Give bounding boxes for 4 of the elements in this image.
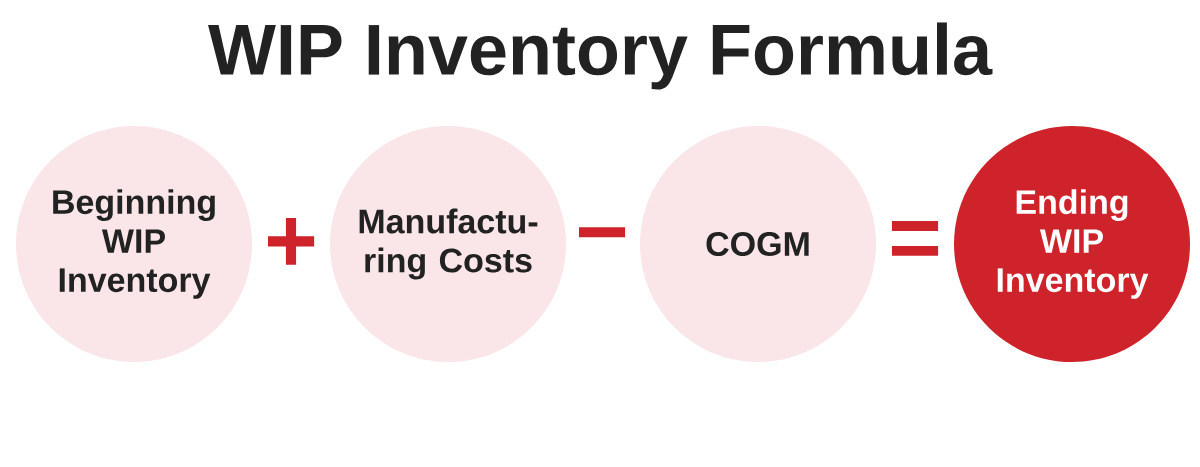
plus-sign: + (268, 218, 315, 265)
title: WIP Inventory Formula (208, 22, 993, 90)
equals-sign: = (891, 221, 939, 256)
minus-sign: − (578, 227, 626, 238)
